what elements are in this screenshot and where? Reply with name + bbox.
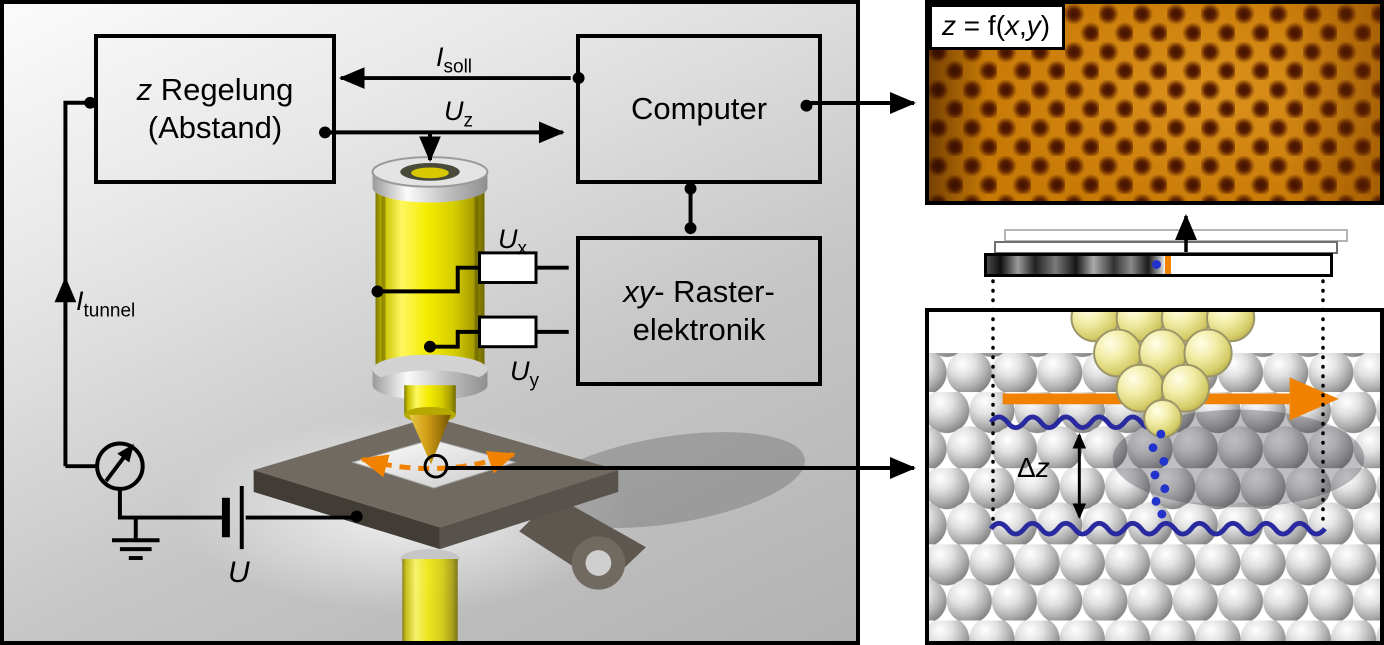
computer-box: Computer (576, 34, 822, 184)
tip-position-dot (1152, 260, 1162, 269)
sample-stage (253, 416, 805, 641)
meter-battery-wire (117, 488, 222, 520)
ammeter-symbol (95, 441, 145, 491)
lower-terrace-trace (988, 520, 1327, 537)
z-regelung-line2: (Abstand) (147, 110, 283, 145)
circuit-artwork (54, 67, 813, 641)
tip-atom-cluster (1070, 312, 1256, 438)
u-y-label: Uy (510, 356, 539, 392)
i-soll-label: Isoll (436, 42, 473, 78)
delta-z-label: Δz (1017, 452, 1050, 483)
step-shadow (1112, 409, 1365, 508)
z-regelung-line1: z Regelung (136, 72, 294, 107)
i-tunnel-wire (63, 100, 92, 279)
stm-image-panel: z = f(x,y) (925, 0, 1384, 205)
height-profile-traces (988, 414, 1327, 537)
z-regelung-box: z Regelung (Abstand) (94, 34, 336, 184)
y-electrode-pad (478, 315, 538, 349)
wire-junction-dots (84, 72, 813, 523)
battery-symbol (221, 485, 244, 550)
upper-terrace-trace (988, 414, 1160, 431)
circuit-diagram-panel: z Regelung (Abstand) Computer xy- Raster… (0, 0, 860, 645)
piezo-tube-scanner (371, 156, 489, 465)
scan-line-bar-current (984, 253, 1333, 277)
xy-raster-line1: xy- Raster- (623, 274, 775, 309)
ground-symbol (111, 517, 160, 561)
lateral-scan-arrow (359, 451, 517, 478)
tunnel-tip (409, 414, 451, 465)
tip-path-dots (1148, 429, 1170, 519)
computer-label: Computer (630, 91, 768, 126)
u-z-label: Uz (444, 96, 473, 132)
u-x-label: Ux (498, 224, 527, 260)
i-tunnel-label: Itunnel (76, 286, 136, 322)
scan-position-marker (1165, 256, 1172, 274)
tip-surface-artwork (929, 312, 1380, 641)
bias-voltage-label: U (228, 556, 250, 589)
xy-raster-box: xy- Raster- elektronik (576, 236, 822, 386)
formula-label: z = f(x,y) (929, 4, 1066, 50)
x-electrode-pad (478, 251, 538, 284)
tunnel-junction-circle (423, 453, 449, 479)
xy-raster-line2: elektronik (632, 312, 766, 347)
tip-surface-panel: Δz (925, 308, 1384, 645)
